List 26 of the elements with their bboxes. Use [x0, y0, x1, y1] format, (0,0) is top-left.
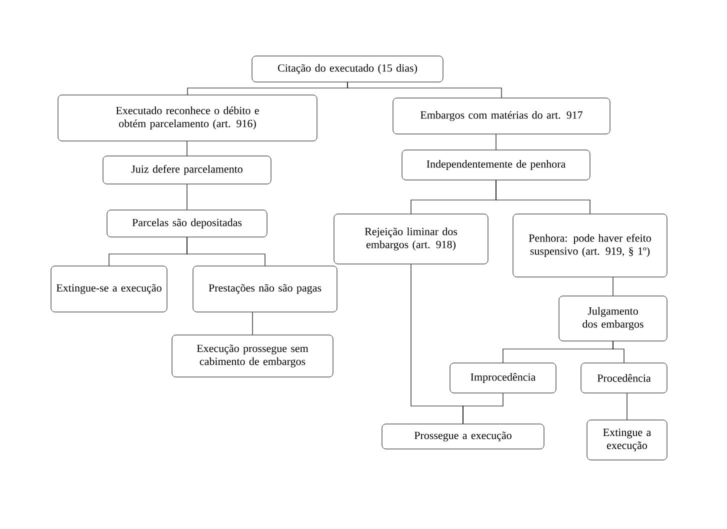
process-box: Parcelas são depositadas — [106, 210, 268, 238]
connector-line — [186, 140, 188, 156]
process-box: Juiz defere parcelamento — [102, 156, 272, 184]
process-box: Penhora: pode haver efeito suspensivo (art. 919, § 1º) — [512, 214, 668, 278]
process-box: Prossegue a execução — [382, 424, 544, 450]
process-box: Procedência — [580, 362, 668, 394]
process-box: Executado reconhece o débito e obtém parcelamento (art. 916) — [58, 94, 318, 142]
connector-line — [462, 392, 504, 424]
process-box: Independentemente de penhora — [402, 150, 590, 180]
connector-line — [186, 236, 266, 266]
connector-line — [612, 276, 614, 296]
process-box: Execução prossegue sem cabimento de embargos — [172, 334, 334, 378]
connector-line — [496, 180, 590, 214]
process-box: Improcedência — [450, 362, 556, 394]
process-box: Julgamento dos embargos — [558, 296, 668, 342]
connector-line — [186, 184, 188, 210]
process-box: Rejeição liminar dos embargos (art. 918) — [334, 214, 488, 264]
process-box: Citação do executado (15 dias) — [252, 56, 444, 82]
process-box: Extingue-se a execução — [50, 266, 168, 312]
process-box: Prestações não são pagas — [192, 266, 338, 312]
process-box: Extingue a execução — [586, 420, 668, 460]
connector-line — [612, 340, 624, 364]
connector-line — [252, 312, 253, 336]
connector-line — [347, 82, 502, 98]
process-box: Embargos com matérias do art. 917 — [392, 98, 610, 134]
connector-line — [626, 392, 628, 420]
